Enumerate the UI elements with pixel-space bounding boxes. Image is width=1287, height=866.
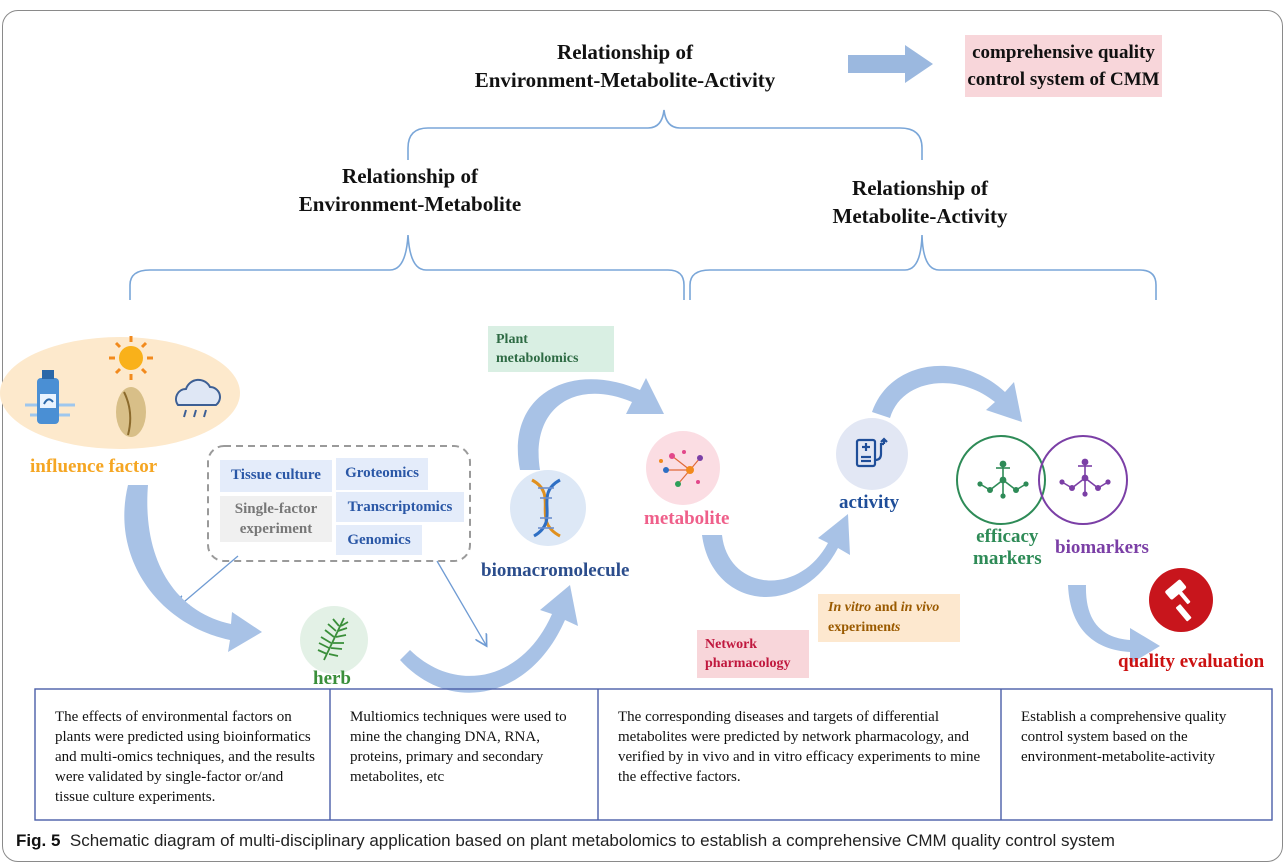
invitro-term: In vitro — [828, 600, 872, 615]
molecule-icon — [659, 450, 703, 487]
biomarker-network-icon — [1059, 458, 1111, 497]
experiment-stem: experimen — [828, 620, 891, 635]
transcriptomics-tag: Transcriptomics — [336, 492, 464, 522]
caption-text: Schematic diagram of multi-disciplinary … — [69, 831, 1115, 850]
main-title-line2: Environment-Metabolite-Activity — [474, 68, 776, 92]
invitro-invivo-tag: In vitro and in vivo experiments — [818, 594, 960, 642]
description-cell-3: The corresponding diseases and targets o… — [618, 709, 981, 785]
goal-line1: comprehensive quality — [972, 42, 1155, 63]
quality-evaluation-label: quality evaluation — [1118, 651, 1265, 672]
efficacy-line2: markers — [973, 548, 1042, 569]
biomarkers-label: biomarkers — [1055, 537, 1149, 558]
dna-icon — [531, 478, 561, 538]
genomics-tag: Genomics — [336, 525, 422, 555]
groteomics-tag: Groteomics — [336, 458, 428, 490]
top-bracket — [407, 109, 923, 160]
plant-metabolomics-tag: Plant metabolomics — [488, 326, 614, 372]
metabolite-label: metabolite — [644, 508, 730, 529]
flow-herb-to-biomolecule — [400, 585, 578, 693]
goal-line2: control system of CMM — [967, 69, 1160, 90]
right-bracket — [689, 234, 1157, 300]
left-branch-title: Relationship of Environment-Metabolite — [260, 162, 560, 218]
figure-frame — [2, 10, 1283, 862]
biomarkers-circle — [1038, 435, 1128, 525]
metabolite-circle — [646, 431, 720, 505]
gavel-icon — [1165, 579, 1192, 622]
flow-metabolite-to-activity — [702, 514, 850, 597]
activity-label: activity — [839, 492, 900, 513]
biomacromolecule-label: biomacromolecule — [481, 560, 630, 581]
fertilizer-bottle-icon — [25, 370, 75, 424]
goal-arrow — [848, 45, 933, 83]
right-branch-title: Relationship of Metabolite-Activity — [780, 174, 1060, 230]
invitro-line1: In vitro and in vivo — [828, 598, 950, 618]
flow-biomarkers-to-quality — [1068, 585, 1160, 664]
description-cell-1: The effects of environmental factors on … — [55, 709, 315, 805]
influence-factor-label: influence factor — [30, 456, 158, 477]
herb-label: herb — [313, 668, 351, 689]
invivo-term: in vivo — [900, 600, 940, 615]
caption-spacer — [60, 831, 69, 850]
efficacy-markers-label: efficacy markers — [973, 526, 1042, 570]
main-title: Relationship of Environment-Metabolite-A… — [440, 38, 810, 94]
plant-metabolomics-line1: Plant — [496, 332, 528, 347]
rain-cloud-icon — [175, 378, 221, 418]
experiment-suffix: ts — [890, 620, 901, 635]
methods-to-biomolecule-arrow — [436, 560, 486, 645]
tissue-culture-tag: Tissue culture — [220, 460, 332, 492]
left-branch-line2: Environment-Metabolite — [298, 192, 522, 216]
sun-icon — [109, 336, 153, 380]
right-branch-line1: Relationship of — [852, 176, 988, 200]
figure-caption: Fig. 5 Schematic diagram of multi-discip… — [16, 828, 1286, 854]
flow-influence-to-herb — [124, 485, 262, 652]
efficacy-network-icon — [977, 460, 1029, 499]
description-cell-2: Multiomics techniques were used to mine … — [350, 709, 567, 785]
single-factor-tag: Single-factor experiment — [220, 496, 332, 542]
caption-label: Fig. 5 — [16, 831, 61, 850]
network-line2: pharmacology — [705, 656, 791, 671]
network-pharmacology-tag: Network pharmacology — [697, 630, 809, 678]
seed-icon — [116, 387, 146, 437]
efficacy-circle — [956, 435, 1046, 525]
methods-dashed-box — [207, 445, 471, 562]
methods-to-herb-arrow — [178, 555, 239, 607]
description-table-lines — [34, 688, 1273, 821]
single-factor-line2: experiment — [239, 521, 313, 537]
flow-biomolecule-to-metabolite — [517, 378, 664, 470]
activity-circle — [836, 418, 908, 490]
influence-ellipse — [0, 337, 240, 449]
herb-leaf-icon — [317, 617, 349, 661]
right-branch-line2: Metabolite-Activity — [832, 204, 1008, 228]
activity-device-icon — [855, 437, 888, 468]
invitro-line2: experiments — [828, 618, 950, 638]
efficacy-line1: efficacy — [976, 526, 1039, 547]
main-title-line1: Relationship of — [557, 40, 693, 64]
goal-box: comprehensive quality control system of … — [965, 35, 1162, 97]
network-line1: Network — [705, 637, 758, 652]
quality-circle — [1149, 568, 1213, 632]
invitro-and: and — [871, 600, 901, 615]
single-factor-line1: Single-factor — [234, 501, 318, 517]
left-bracket — [129, 234, 685, 300]
left-branch-line1: Relationship of — [342, 164, 478, 188]
flow-activity-to-markers — [872, 365, 1022, 422]
plant-metabolomics-line2: metabolomics — [496, 351, 579, 366]
description-cell-4: Establish a comprehensive quality contro… — [1021, 709, 1227, 765]
